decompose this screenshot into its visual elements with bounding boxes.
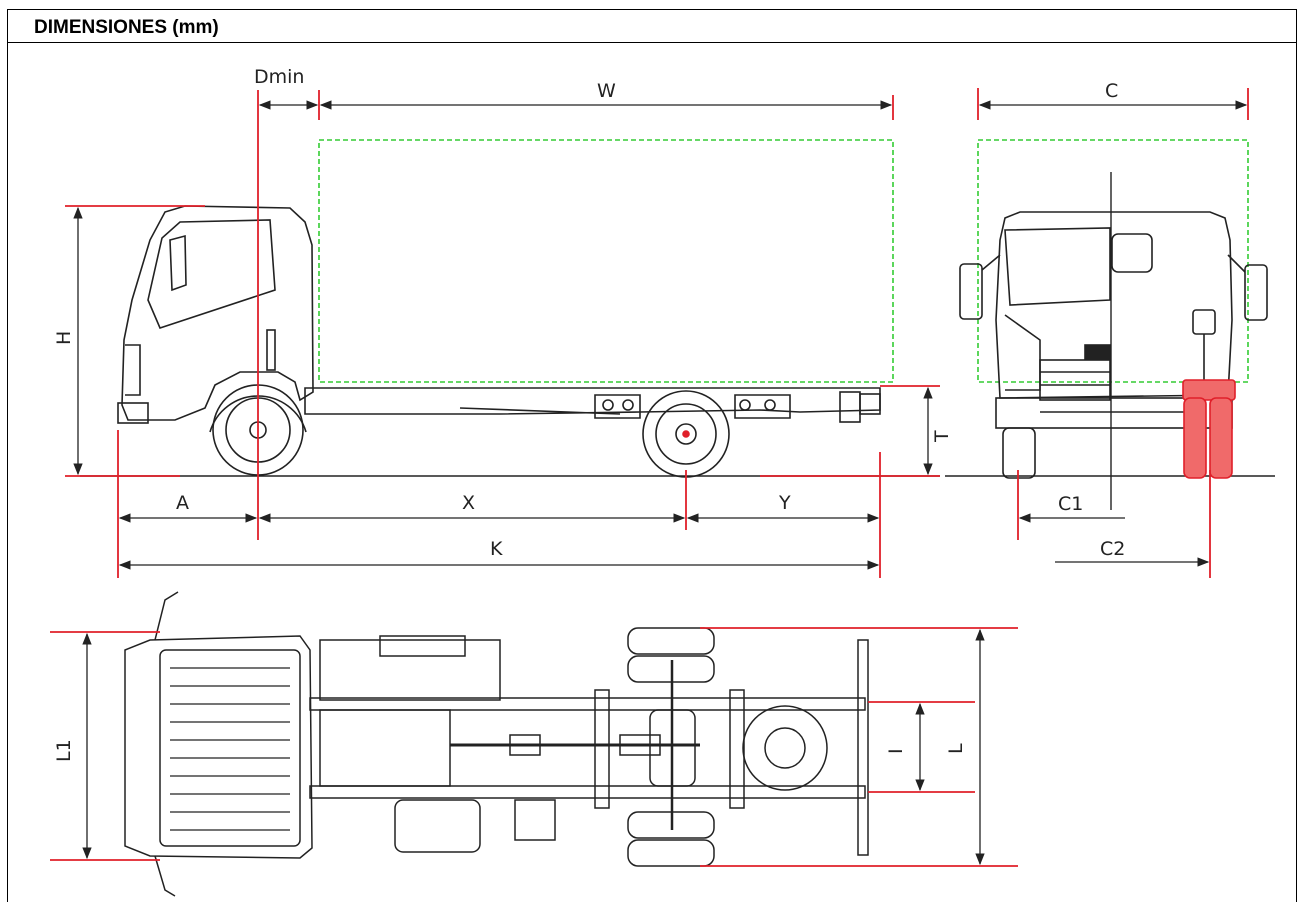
side-view <box>80 139 940 478</box>
section-title: DIMENSIONES (mm) <box>34 17 219 38</box>
label-c2: C2 <box>1100 538 1125 560</box>
label-l1: L1 <box>53 739 75 762</box>
label-dmin: Dmin <box>254 66 304 88</box>
section-header: DIMENSIONES (mm) <box>8 10 1296 43</box>
cab-front <box>995 211 1233 399</box>
front-dimension-lines <box>978 100 1248 567</box>
label-x: X <box>462 492 475 514</box>
side-reference-lines <box>65 90 940 578</box>
spec-sheet: DIMENSIONES (mm) <box>7 9 1297 902</box>
rear-dual-wheels <box>1182 379 1236 479</box>
rear-wheel-side <box>642 390 730 478</box>
dimension-labels: Dmin W C H T A X Y K C1 C2 L1 I L <box>53 66 1125 762</box>
side-dimension-lines <box>73 100 933 570</box>
cab-top <box>124 635 313 859</box>
cab-side <box>121 205 314 421</box>
label-c: C <box>1105 80 1118 102</box>
chassis-frame-side <box>304 387 881 415</box>
cargo-box-side <box>318 139 894 383</box>
label-l: L <box>945 743 967 754</box>
frame-rail-bottom <box>309 785 866 799</box>
label-i: I <box>885 748 907 754</box>
top-dimension-lines <box>82 628 985 866</box>
cargo-box-front <box>977 139 1249 383</box>
top-view <box>124 591 869 897</box>
label-c1: C1 <box>1058 493 1083 515</box>
label-h: H <box>53 331 75 345</box>
frame-rail-top <box>309 697 866 711</box>
label-a: A <box>176 492 189 514</box>
spare-tire <box>742 705 828 791</box>
label-k: K <box>490 538 503 560</box>
rear-tires-top <box>627 627 715 867</box>
front-view <box>945 139 1275 479</box>
label-y: Y <box>778 492 791 514</box>
label-w: W <box>597 80 616 102</box>
front-reference-lines <box>977 88 1249 578</box>
label-t: T <box>931 430 953 443</box>
top-reference-lines <box>50 627 1018 867</box>
